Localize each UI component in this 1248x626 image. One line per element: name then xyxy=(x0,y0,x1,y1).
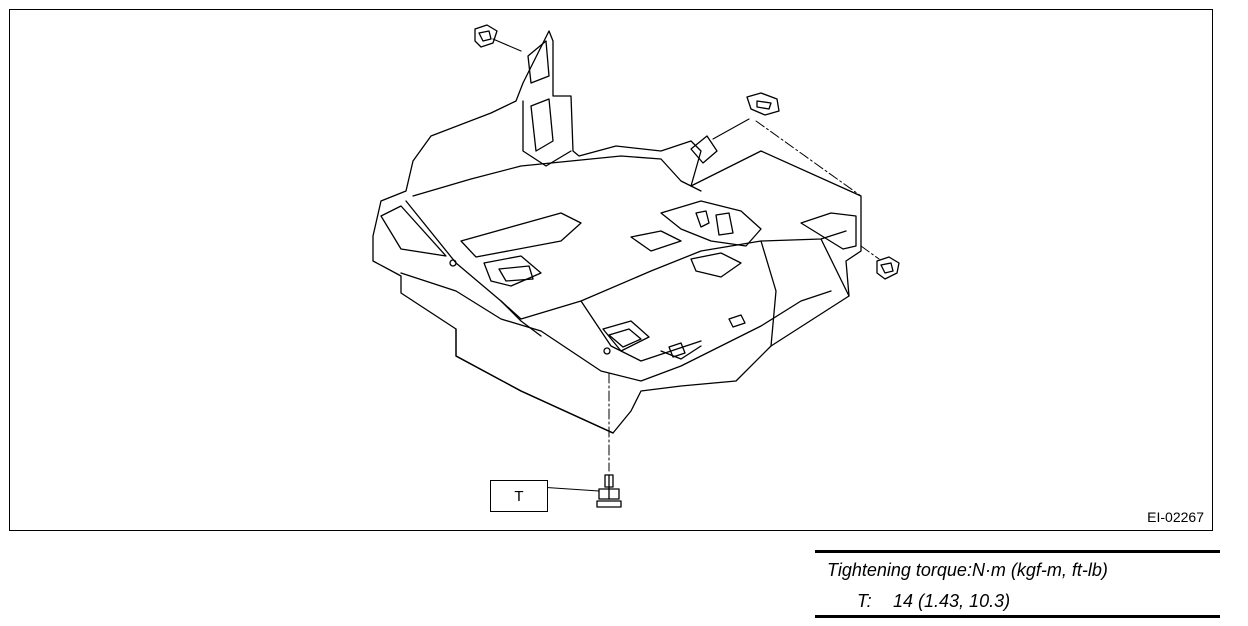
torque-callout-label: T xyxy=(514,487,524,505)
torque-key: T: xyxy=(857,591,872,611)
figure-frame: T EI-02267 xyxy=(9,9,1213,531)
under-cover xyxy=(372,30,862,434)
bolt xyxy=(596,474,622,508)
clip-top-left xyxy=(474,24,498,48)
under-cover-drawing xyxy=(372,24,900,508)
torque-title: Tightening torque:N·m (kgf-m, ft-lb) xyxy=(827,560,1108,580)
figure-id-label: EI-02267 xyxy=(1147,509,1204,525)
torque-row: T: 14 (1.43, 10.3) xyxy=(857,591,1010,612)
torque-callout-box: T xyxy=(490,480,548,512)
torque-value: 14 (1.43, 10.3) xyxy=(893,591,1011,611)
clip-top-right xyxy=(746,92,780,116)
solid-leaders xyxy=(492,38,750,492)
clip-right xyxy=(876,256,900,280)
leader-lines xyxy=(608,120,880,472)
torque-table: Tightening torque:N·m (kgf-m, ft-lb) T: 1… xyxy=(815,550,1220,618)
